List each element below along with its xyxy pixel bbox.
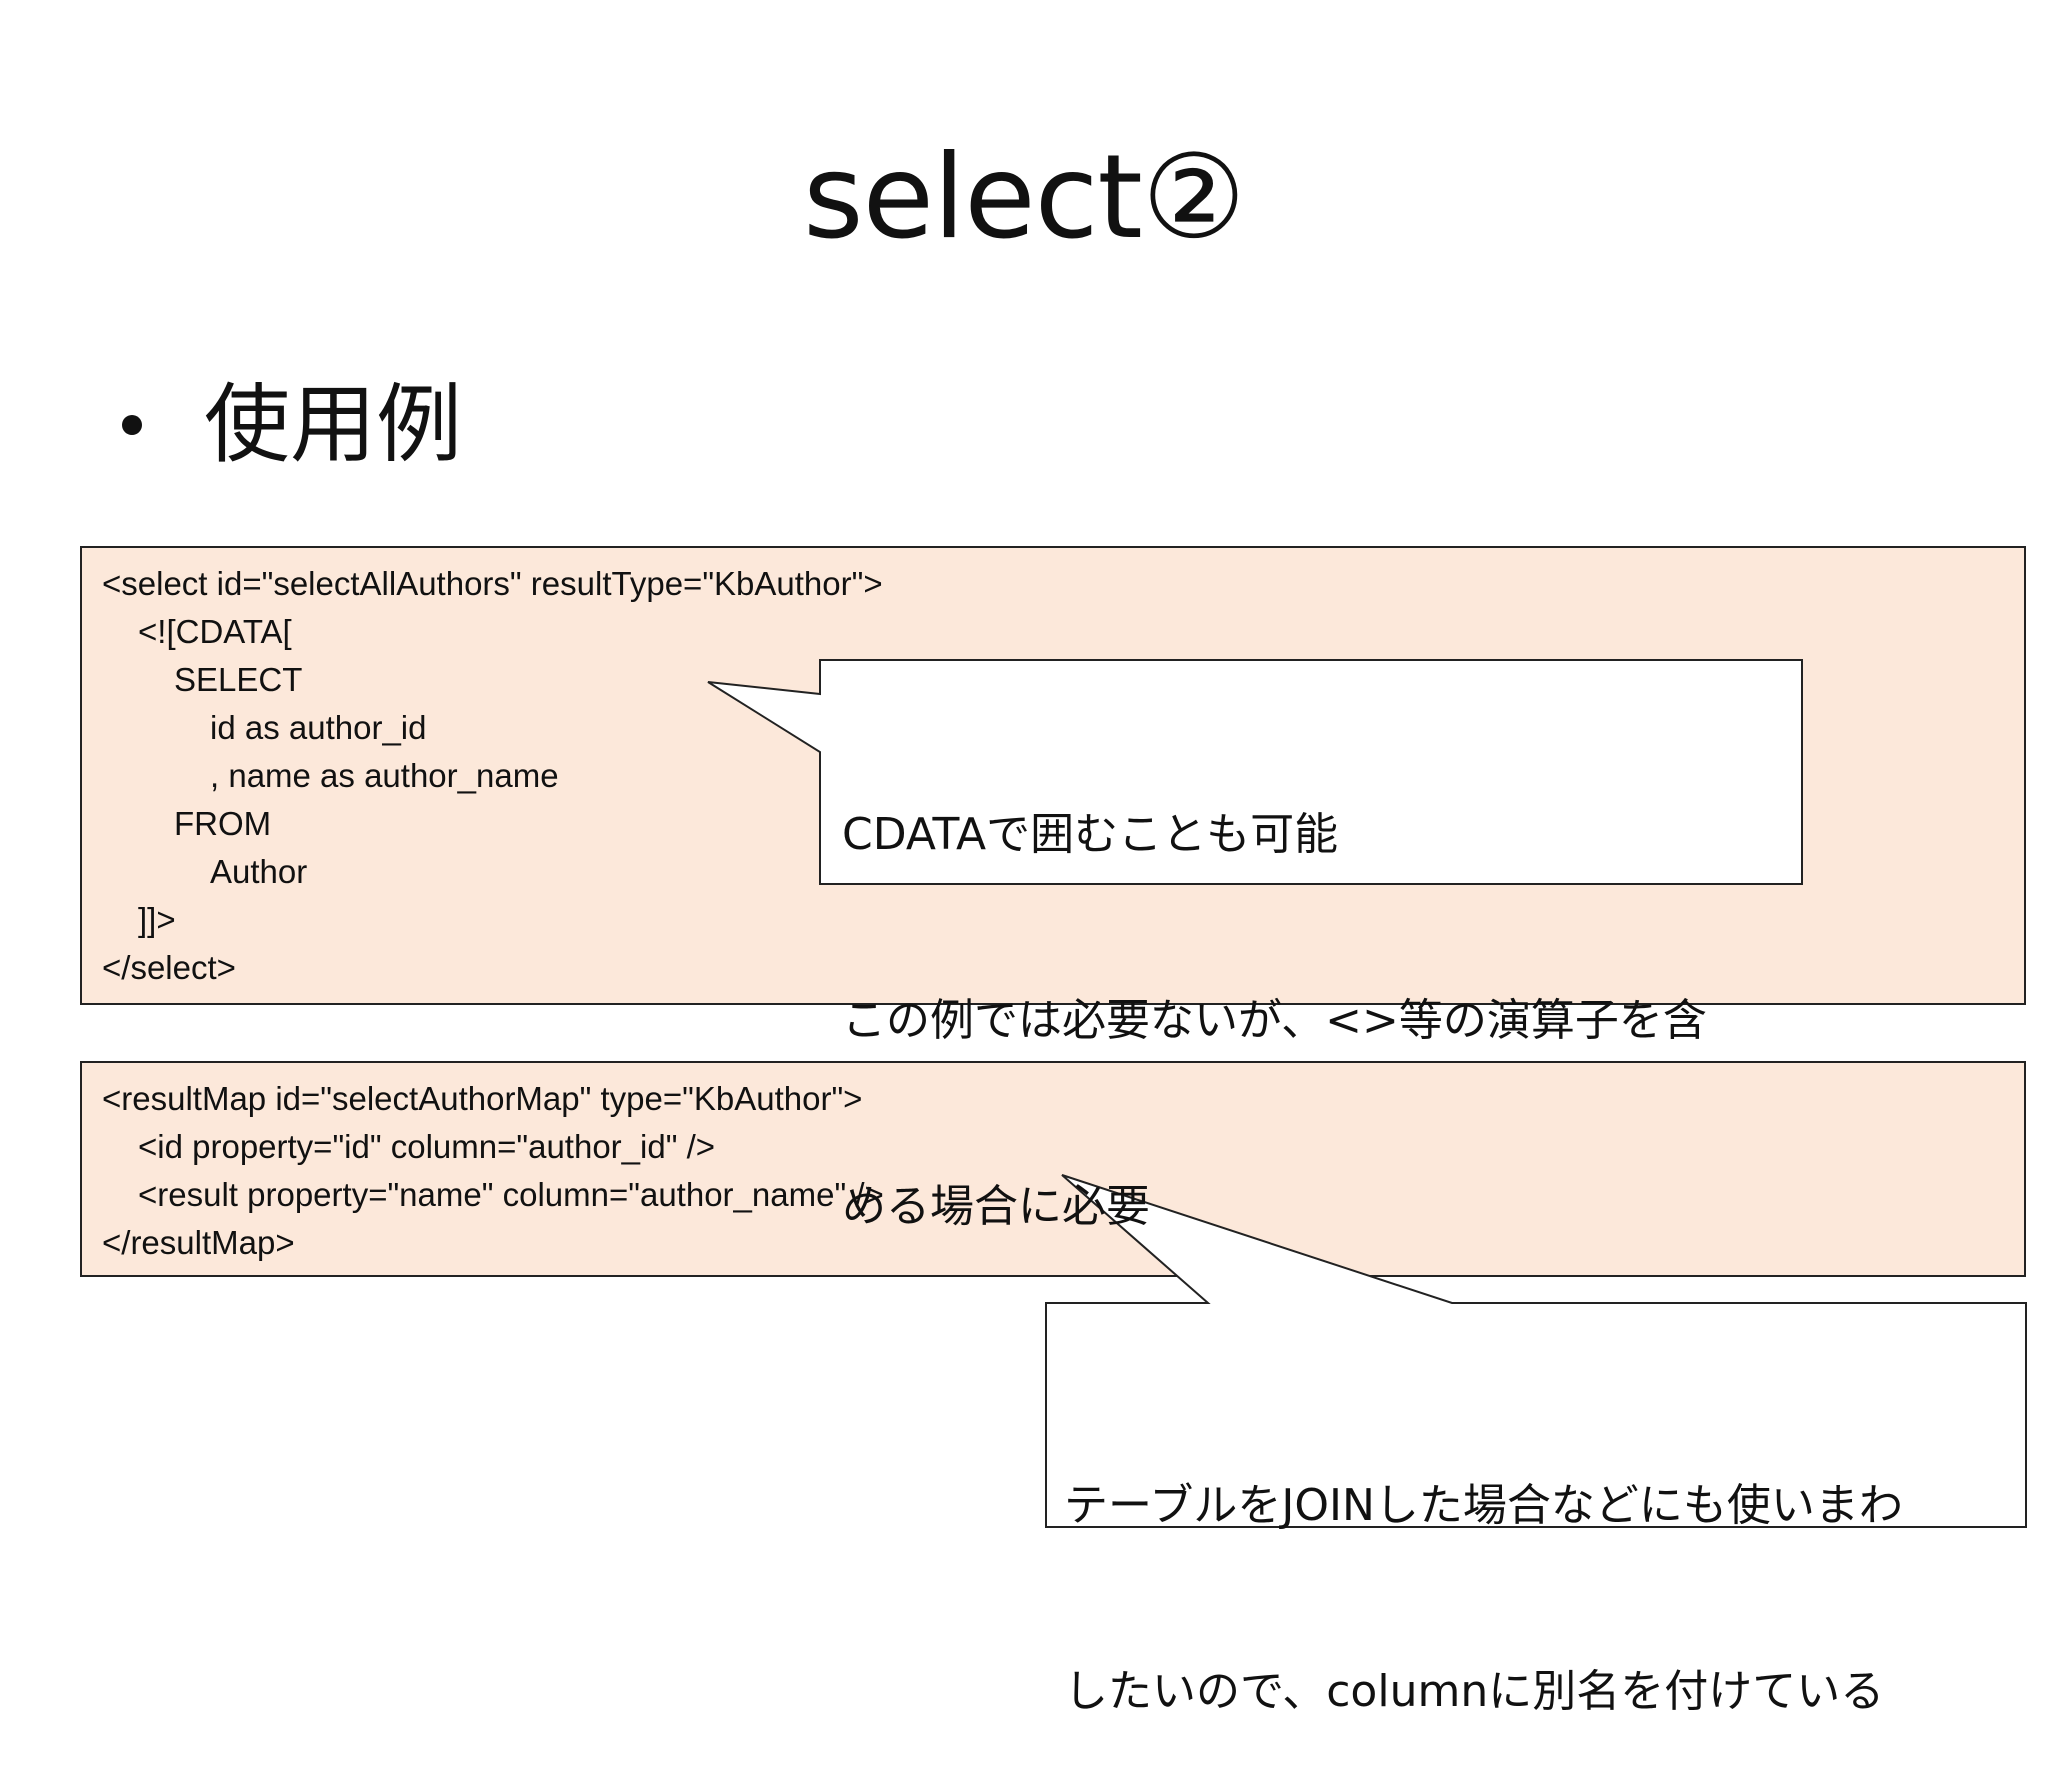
callout-1-text: CDATAで囲むことも可能 この例では必要ないが、<>等の演算子を含 める場合に…	[842, 680, 1707, 1300]
callout-2-text: テーブルをJOINした場合などにも使いまわ したいので、columnに別名を付け…	[1064, 1351, 1903, 1785]
callout-line: この例では必要ないが、<>等の演算子を含	[842, 995, 1707, 1046]
slide-title: select②	[803, 130, 1246, 265]
code-line: <![CDATA[	[138, 613, 292, 650]
code-line: </resultMap>	[102, 1224, 295, 1261]
callout-line: したいので、columnに別名を付けている	[1064, 1666, 1885, 1717]
code-line: ]]>	[138, 901, 176, 938]
code-line: <select id="selectAllAuthors" resultType…	[102, 565, 883, 602]
code-line: <result property="name" column="author_n…	[138, 1176, 884, 1213]
bullet-text: 使用例	[204, 375, 462, 475]
code-line: , name as author_name	[210, 757, 559, 794]
code-line: <id property="id" column="author_id" />	[138, 1128, 716, 1165]
callout-line: テーブルをJOINした場合などにも使いまわ	[1064, 1480, 1903, 1531]
code-line: <resultMap id="selectAuthorMap" type="Kb…	[102, 1080, 863, 1117]
bullet-dot-icon	[122, 415, 142, 435]
callout-line: CDATAで囲むことも可能	[842, 809, 1339, 860]
code-line: FROM	[174, 805, 272, 842]
code-line: Author	[210, 853, 308, 890]
code-line: SELECT	[174, 661, 303, 698]
callout-line: める場合に必要	[842, 1181, 1150, 1232]
bullet-item: 使用例	[122, 375, 462, 475]
code-line: id as author_id	[210, 709, 427, 746]
code-line: </select>	[102, 949, 236, 986]
